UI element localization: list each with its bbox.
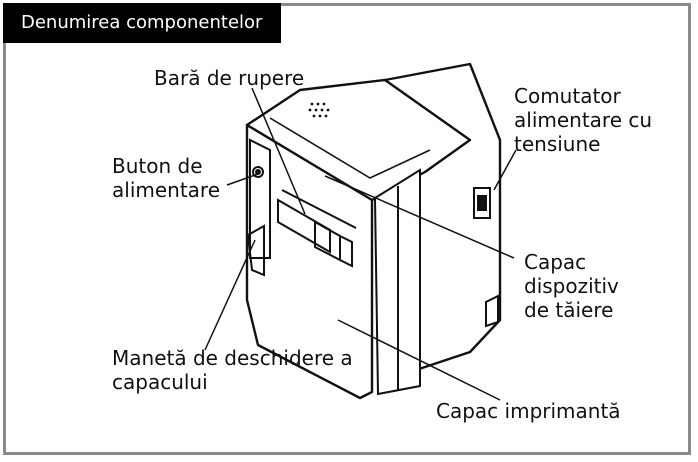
label-power-button: Buton de alimentare <box>112 154 221 202</box>
label-power-switch: Comutator alimentare cu tensiune <box>514 84 653 156</box>
label-printer-cover: Capac imprimantă <box>436 399 621 423</box>
label-cutter-cover: Capac dispozitiv de tăiere <box>524 250 619 322</box>
label-tear-bar: Bară de rupere <box>154 66 305 90</box>
label-cover-lever: Manetă de deschidere a capacului <box>112 346 353 394</box>
section-title: Denumirea componentelor <box>3 3 281 43</box>
